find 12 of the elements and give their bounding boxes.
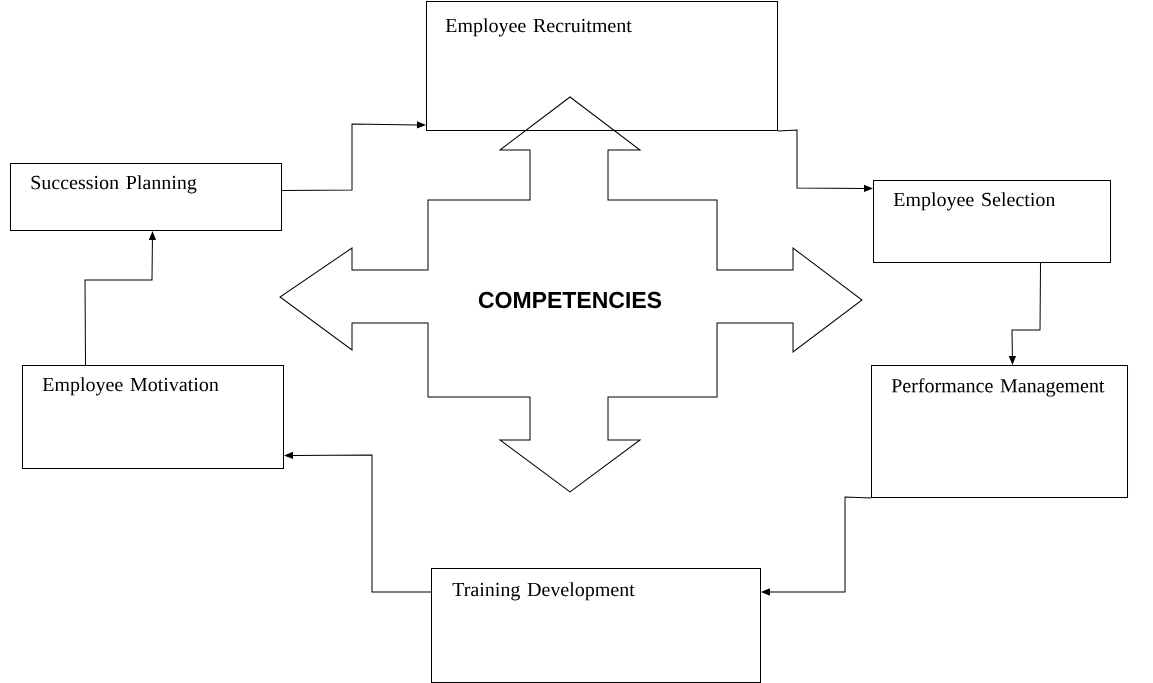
process-box: Performance Management: [871, 365, 1128, 498]
process-box: Employee Selection: [873, 180, 1111, 263]
arrow: [284, 452, 432, 593]
process-box: Training Development: [431, 568, 761, 683]
arrow: [777, 129, 873, 192]
process-box: Employee Recruitment: [426, 1, 778, 131]
arrow: [84, 231, 156, 366]
arrow: [761, 496, 872, 596]
arrow: [1009, 262, 1041, 365]
process-box: Employee Motivation: [22, 365, 284, 469]
process-box: Succession Planning: [10, 163, 282, 231]
arrow: [281, 121, 426, 191]
